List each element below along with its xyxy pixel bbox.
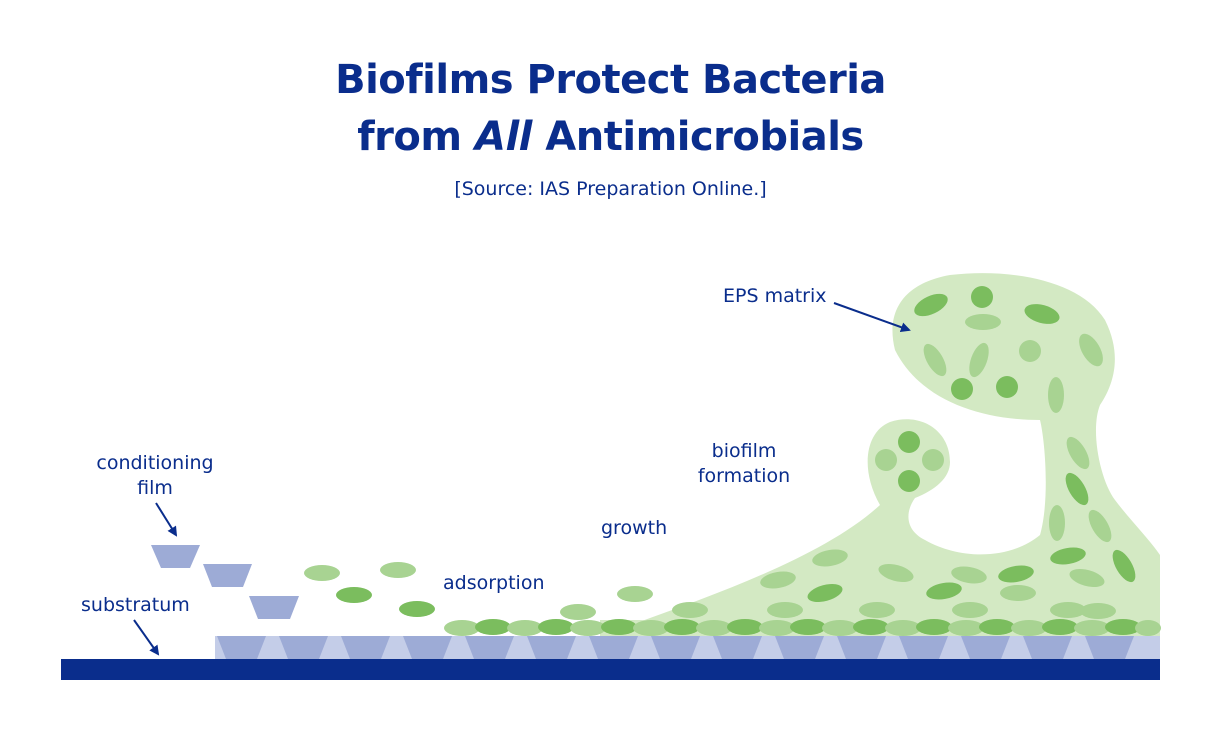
free-bacteria xyxy=(304,562,653,620)
label-adsorption: adsorption xyxy=(443,572,545,594)
title-line-2: from All Antimicrobials xyxy=(0,109,1221,166)
title-line-2-suffix: Antimicrobials xyxy=(531,114,864,160)
label-biofilm-formation-2: formation xyxy=(698,465,790,487)
title-line-1: Biofilms Protect Bacteria xyxy=(335,57,886,103)
label-conditioning-film-2: film xyxy=(137,477,173,499)
label-eps-matrix: EPS matrix xyxy=(723,285,827,307)
conditioning-film-molecules xyxy=(151,545,299,619)
substratum-bar xyxy=(61,659,1160,680)
film-band-trapezoids xyxy=(217,636,1134,659)
title-line-2-prefix: from xyxy=(357,114,475,160)
matrix-head-bacteria xyxy=(914,286,1103,413)
conditioning-film-arrow xyxy=(155,502,178,537)
label-biofilm-formation-1: biofilm xyxy=(712,440,777,462)
label-substratum: substratum xyxy=(81,594,190,616)
source-citation: [Source: IAS Preparation Online.] xyxy=(454,178,767,200)
substratum-arrow xyxy=(133,619,160,656)
title-emphasis: All xyxy=(474,114,532,160)
diagram-title: Biofilms Protect Bacteria from All Antim… xyxy=(0,52,1221,166)
label-conditioning-film-1: conditioning xyxy=(96,452,213,474)
label-growth: growth xyxy=(601,517,667,539)
attached-bacteria-row xyxy=(444,619,1161,636)
matrix-bacteria xyxy=(672,436,1136,619)
detaching-cluster-bacteria xyxy=(875,431,944,492)
eps-matrix-arrow xyxy=(833,302,911,332)
